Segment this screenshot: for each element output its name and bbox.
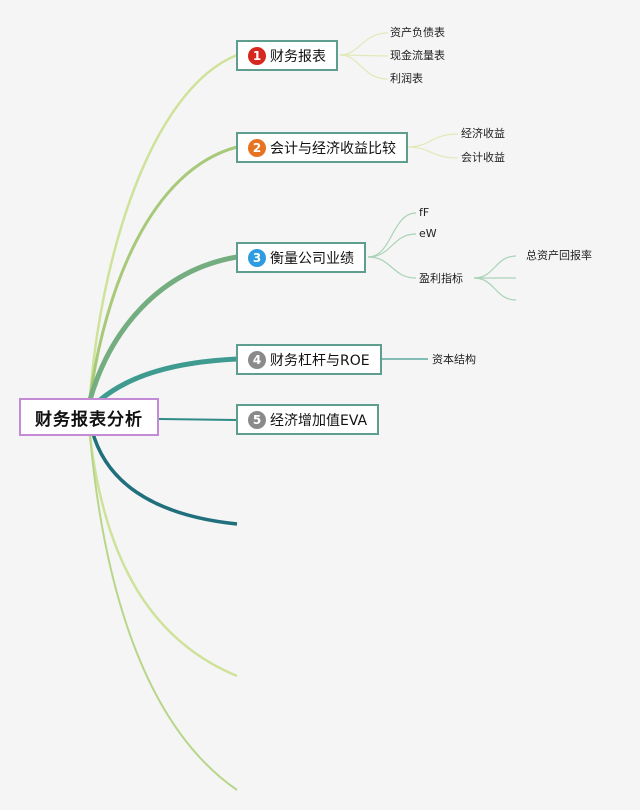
branch-line-8 [89, 435, 238, 791]
topic-measure-performance[interactable]: 3 衡量公司业绩 [236, 242, 366, 273]
root-node[interactable]: 财务报表分析 [19, 398, 159, 436]
leaf-income-statement[interactable]: 利润表 [390, 72, 423, 85]
topic-financial-leverage-roe[interactable]: 4 财务杠杆与ROE [236, 344, 382, 375]
branch-line-2 [88, 145, 238, 399]
leaf-profitability-indicators[interactable]: 盈利指标 [419, 272, 463, 285]
number-badge-3: 3 [248, 248, 266, 267]
topic-label: 财务报表 [270, 48, 326, 65]
number-badge-1: 1 [248, 46, 266, 65]
leaf-capital-structure[interactable]: 资本结构 [432, 353, 476, 366]
leaf-ff[interactable]: fF [419, 206, 430, 219]
number-badge-5: 5 [248, 410, 266, 429]
leaf-cash-flow-statement[interactable]: 现金流量表 [390, 49, 445, 62]
topic-financial-statements[interactable]: 1 财务报表 [236, 40, 338, 71]
topic-label: 衡量公司业绩 [270, 250, 354, 267]
number-badge-4: 4 [248, 350, 266, 369]
branch-line-3 [87, 254, 238, 401]
leaf-ew[interactable]: eW [419, 227, 437, 240]
leaf-accounting-income[interactable]: 会计收益 [461, 151, 505, 164]
branch-line-7 [88, 435, 238, 678]
branch-line-4 [98, 356, 238, 402]
number-badge-2: 2 [248, 138, 266, 157]
topic-label: 会计与经济收益比较 [270, 140, 396, 157]
branch-line-5 [158, 418, 238, 421]
topic-label: 经济增加值EVA [270, 412, 368, 429]
topic-eva[interactable]: 5 经济增加值EVA [236, 404, 380, 435]
leaf-economic-income[interactable]: 经济收益 [461, 127, 505, 140]
leaf-balance-sheet[interactable]: 资产负债表 [390, 26, 445, 39]
branch-line-6 [90, 429, 238, 526]
topic-label: 财务杠杆与ROE [270, 352, 370, 369]
topic-accounting-vs-economic-income[interactable]: 2 会计与经济收益比较 [236, 132, 408, 163]
root-label: 财务报表分析 [35, 409, 143, 430]
leaf-return-on-assets[interactable]: 总资产回报率 [526, 249, 592, 262]
branch-line-1 [88, 53, 238, 399]
